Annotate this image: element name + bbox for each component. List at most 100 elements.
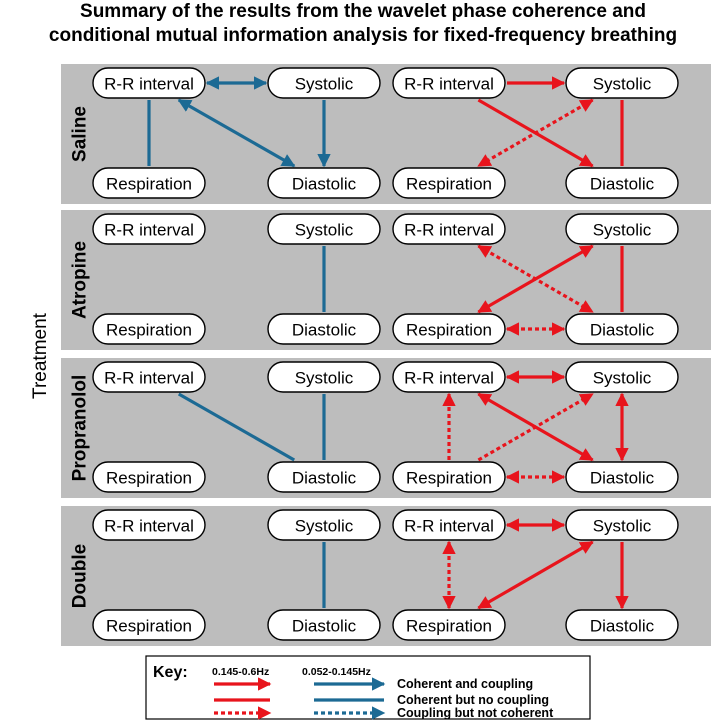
low-band-node-rr: R-R interval: [92, 213, 206, 245]
node-box: [92, 167, 206, 199]
high-band-node-rr: R-R interval: [392, 509, 506, 541]
low-band-node-dia: Diastolic: [267, 609, 381, 641]
low-band-node-sys: Systolic: [267, 67, 381, 99]
low-band-node-dia: Diastolic: [267, 461, 381, 493]
key-row-label: Coherent and coupling: [397, 677, 533, 691]
low-band-node-rr: R-R interval: [92, 67, 206, 99]
high-band-link-resp-sys: [477, 540, 594, 610]
key-row-label: Coherent but no coupling: [397, 693, 549, 707]
node-box: [392, 313, 506, 345]
low-band-node-dia: Diastolic: [267, 313, 381, 345]
panel-propranolol: Propranolol R-R interval SystolicRespirati…: [61, 358, 711, 498]
panel-label: Saline: [70, 106, 91, 162]
node-label: Systolic: [593, 75, 652, 94]
node-label: Systolic: [295, 517, 354, 536]
panel-label: Propranolol: [70, 375, 91, 482]
node-label: Respiration: [406, 175, 492, 194]
low-band-node-sys: Systolic: [267, 361, 381, 393]
node-box: [92, 361, 206, 393]
node-box: [392, 67, 506, 99]
node-label: R-R interval: [104, 517, 194, 536]
node-box: [392, 213, 506, 245]
node-box: [565, 509, 679, 541]
node-label: Systolic: [295, 75, 354, 94]
node-label: R-R interval: [404, 369, 494, 388]
high-band-node-rr: R-R interval: [392, 213, 506, 245]
node-box: [92, 609, 206, 641]
low-band-node-sys: Systolic: [267, 509, 381, 541]
node-box: [267, 67, 381, 99]
node-label: Systolic: [295, 221, 354, 240]
node-box: [92, 461, 206, 493]
panel-label: Double: [70, 544, 91, 608]
low-band-node-resp: Respiration: [92, 461, 206, 493]
node-box: [565, 67, 679, 99]
high-band-node-dia: Diastolic: [565, 167, 679, 199]
node-label: R-R interval: [404, 517, 494, 536]
node-box: [392, 609, 506, 641]
node-label: Diastolic: [590, 469, 655, 488]
high-band-node-sys: Systolic: [565, 67, 679, 99]
node-label: Respiration: [406, 617, 492, 636]
node-label: Diastolic: [292, 617, 357, 636]
node-box: [267, 213, 381, 245]
high-band-link-sys-resp: [477, 98, 594, 168]
node-box: [267, 609, 381, 641]
high-band-node-sys: Systolic: [565, 213, 679, 245]
node-box: [565, 313, 679, 345]
high-band-node-sys: Systolic: [565, 361, 679, 393]
high-band-link-resp-sys: [477, 244, 594, 314]
high-band-node-sys: Systolic: [565, 509, 679, 541]
node-box: [565, 361, 679, 393]
node-box: [392, 509, 506, 541]
node-box: [565, 167, 679, 199]
node-label: Respiration: [106, 321, 192, 340]
low-band-node-resp: Respiration: [92, 313, 206, 345]
low-band-node-resp: Respiration: [92, 609, 206, 641]
node-label: Systolic: [593, 369, 652, 388]
node-label: Respiration: [106, 175, 192, 194]
low-band-link-rr-dia: [177, 392, 296, 462]
panel-label: Atropine: [70, 241, 91, 319]
node-label: Diastolic: [590, 175, 655, 194]
node-box: [267, 461, 381, 493]
node-label: R-R interval: [104, 75, 194, 94]
key-row-label: Coupling but not coherent: [397, 706, 554, 720]
key-title: Key:: [153, 664, 188, 681]
node-box: [392, 167, 506, 199]
high-band-node-dia: Diastolic: [565, 609, 679, 641]
node-label: Diastolic: [292, 469, 357, 488]
title-line-2: conditional mutual information analysis …: [48, 25, 678, 46]
node-label: Diastolic: [590, 321, 655, 340]
node-label: Respiration: [106, 617, 192, 636]
node-label: Respiration: [406, 469, 492, 488]
node-box: [565, 609, 679, 641]
node-label: R-R interval: [104, 369, 194, 388]
node-label: Systolic: [593, 517, 652, 536]
node-box: [565, 461, 679, 493]
node-box: [92, 313, 206, 345]
node-label: Respiration: [106, 469, 192, 488]
node-label: Diastolic: [292, 321, 357, 340]
low-band-node-rr: R-R interval: [92, 361, 206, 393]
title-line-1: Summary of the results from the wavelet …: [80, 1, 646, 22]
key-band-low: 0.052-0.145Hz: [302, 666, 371, 678]
high-band-node-resp: Respiration: [392, 609, 506, 641]
node-label: Respiration: [406, 321, 492, 340]
node-box: [267, 313, 381, 345]
node-box: [392, 361, 506, 393]
node-box: [92, 509, 206, 541]
low-band-node-sys: Systolic: [267, 213, 381, 245]
low-band-node-resp: Respiration: [92, 167, 206, 199]
high-band-node-resp: Respiration: [392, 461, 506, 493]
node-box: [92, 67, 206, 99]
treatment-axis-label: Treatment: [30, 312, 51, 399]
node-label: Diastolic: [590, 617, 655, 636]
node-label: Diastolic: [292, 175, 357, 194]
node-label: R-R interval: [104, 221, 194, 240]
